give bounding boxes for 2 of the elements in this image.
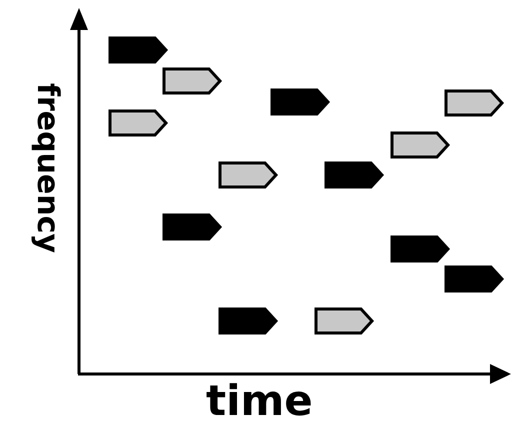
y-axis-label: frequency: [32, 82, 62, 254]
x-axis-label: time: [206, 380, 313, 422]
